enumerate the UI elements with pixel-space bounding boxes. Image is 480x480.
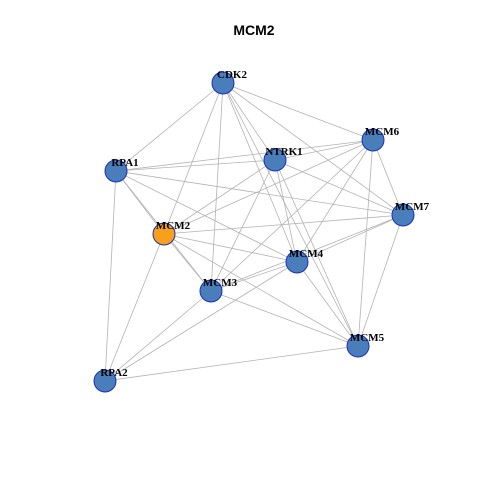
edge-mcm7-mcm4 — [296, 214, 404, 263]
labels-layer: CDK2MCM6NTRK1RPA1MCM7MCM2MCM4MCM3MCM5RPA… — [100, 69, 429, 379]
node-label-mcm2: MCM2 — [156, 220, 191, 232]
node-rpa2[interactable] — [93, 369, 117, 393]
node-label-mcm5: MCM5 — [350, 332, 385, 344]
node-label-cdk2: CDK2 — [217, 69, 247, 81]
edge-mcm6-mcm7 — [372, 139, 404, 216]
node-label-rpa1: RPA1 — [111, 157, 138, 169]
node-label-mcm4: MCM4 — [289, 248, 324, 260]
edge-rpa1-rpa2 — [104, 170, 117, 382]
node-label-mcm3: MCM3 — [203, 277, 238, 289]
node-label-mcm7: MCM7 — [395, 201, 430, 213]
node-mcm6[interactable] — [361, 128, 385, 152]
node-cdk2[interactable] — [211, 71, 235, 95]
edge-mcm4-mcm3 — [210, 261, 298, 292]
node-mcm7[interactable] — [391, 203, 415, 227]
node-label-ntrk1: NTRK1 — [265, 146, 302, 158]
node-mcm4[interactable] — [285, 250, 309, 274]
node-mcm2[interactable] — [152, 222, 176, 246]
edge-mcm6-mcm3 — [210, 139, 374, 292]
edge-ntrk1-mcm7 — [274, 159, 404, 216]
edge-cdk2-mcm6 — [222, 82, 374, 141]
edge-cdk2-mcm7 — [222, 82, 404, 216]
edge-mcm2-mcm3 — [163, 233, 212, 292]
edge-ntrk1-mcm2 — [163, 159, 276, 235]
edge-mcm6-mcm4 — [296, 139, 374, 263]
edge-mcm2-mcm5 — [163, 233, 359, 347]
edge-mcm2-mcm4 — [163, 233, 298, 263]
edge-mcm3-rpa2 — [104, 290, 212, 382]
node-rpa1[interactable] — [104, 159, 128, 183]
edge-mcm6-rpa1 — [115, 139, 374, 172]
edge-mcm7-mcm5 — [357, 214, 404, 347]
edge-cdk2-rpa1 — [115, 82, 224, 172]
node-mcm3[interactable] — [199, 279, 223, 303]
edge-cdk2-mcm4 — [222, 82, 298, 263]
edge-ntrk1-rpa1 — [115, 159, 276, 172]
edge-rpa1-mcm4 — [115, 170, 298, 263]
edge-cdk2-mcm5 — [222, 82, 359, 347]
edge-mcm2-rpa2 — [104, 233, 165, 382]
edge-mcm3-mcm5 — [210, 290, 359, 347]
edge-mcm4-rpa2 — [104, 261, 298, 382]
nodes-layer — [93, 71, 415, 393]
edge-cdk2-mcm2 — [163, 82, 224, 235]
edge-mcm6-mcm2 — [163, 139, 374, 235]
node-label-rpa2: RPA2 — [100, 367, 128, 379]
node-ntrk1[interactable] — [263, 148, 287, 172]
node-label-mcm6: MCM6 — [365, 126, 400, 138]
edge-ntrk1-mcm4 — [274, 159, 298, 263]
node-mcm5[interactable] — [346, 334, 370, 358]
edge-ntrk1-mcm3 — [210, 159, 276, 292]
edge-mcm4-mcm5 — [296, 261, 359, 347]
edge-mcm7-mcm2 — [163, 214, 404, 235]
edge-cdk2-mcm3 — [210, 82, 224, 292]
edge-mcm6-mcm5 — [357, 139, 374, 347]
graph-title: MCM2 — [233, 22, 274, 38]
edge-rpa1-mcm7 — [115, 170, 404, 216]
edge-mcm5-rpa2 — [104, 345, 359, 382]
edge-cdk2-ntrk1 — [222, 82, 276, 161]
edge-mcm7-mcm3 — [210, 214, 404, 292]
edge-mcm6-ntrk1 — [274, 139, 374, 161]
